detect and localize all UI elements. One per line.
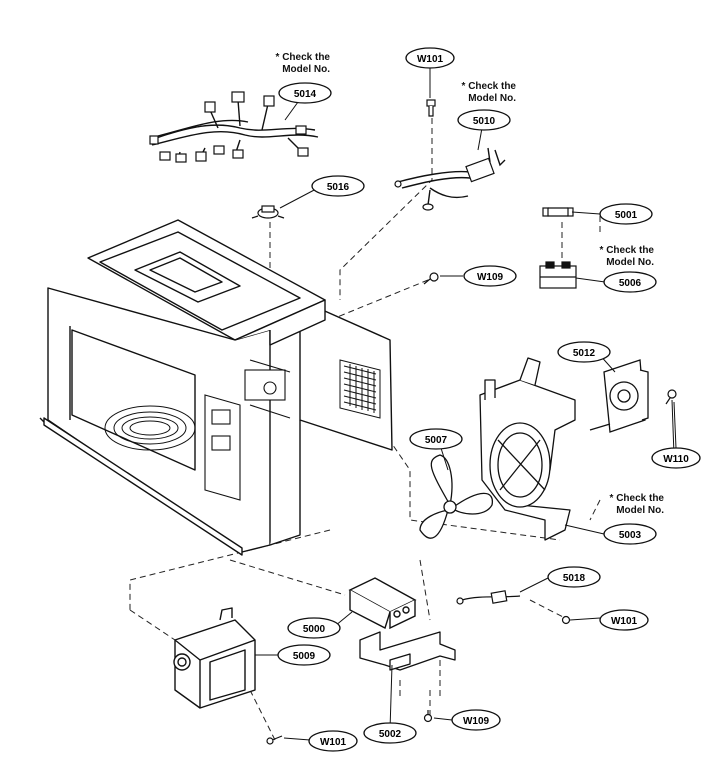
- label-5006: 5006: [619, 278, 642, 289]
- callout-5002: 5002: [363, 722, 417, 744]
- check-model-note-d: * Check the Model No.: [596, 493, 664, 517]
- label-5016: 5016: [327, 182, 350, 193]
- note-b-line1: * Check the: [461, 81, 516, 92]
- callout-5000: 5000: [287, 617, 341, 639]
- fuse-5001: [542, 207, 574, 217]
- label-w109-bottom: W109: [463, 716, 490, 727]
- cutout-5018: [456, 590, 521, 605]
- callouts: 5014 W101 5010 5016 5001 W109 5006 5012: [277, 47, 701, 752]
- label-5010: 5010: [473, 116, 496, 127]
- note-b-line2: Model No.: [468, 93, 516, 104]
- callout-w101-top: W101: [405, 47, 455, 69]
- note-c-line1: * Check the: [599, 245, 654, 256]
- callout-5016: 5016: [311, 175, 365, 197]
- oven-cavity: [39, 219, 393, 556]
- label-w101-right: W101: [611, 616, 638, 627]
- callout-lines: [255, 66, 677, 741]
- harness-5010: [397, 147, 506, 206]
- callout-w109-bottom: W109: [451, 709, 501, 731]
- check-model-note-c: * Check the Model No.: [586, 245, 654, 269]
- label-w109-top: W109: [477, 272, 504, 283]
- callout-5001: 5001: [599, 203, 653, 225]
- check-model-note-a: * Check the Model No.: [262, 52, 330, 76]
- screw-w109-top: [423, 272, 439, 285]
- note-d-line2: Model No.: [616, 505, 664, 516]
- note-a-line1: * Check the: [275, 52, 330, 63]
- label-5014: 5014: [294, 89, 317, 100]
- note-a-line2: Model No.: [282, 64, 330, 75]
- callout-5007: 5007: [409, 428, 463, 450]
- label-w101-top: W101: [417, 54, 444, 65]
- label-5001: 5001: [615, 210, 638, 221]
- capacitor-5000: [348, 577, 417, 630]
- misc-screws: [266, 615, 571, 745]
- callout-5003: 5003: [603, 523, 657, 545]
- callout-5018: 5018: [547, 566, 601, 588]
- label-5000: 5000: [303, 624, 326, 635]
- screw-w101-top: [426, 99, 436, 117]
- callout-w101-right: W101: [599, 609, 649, 631]
- callout-5012: 5012: [557, 341, 611, 363]
- latch-assembly: [204, 359, 291, 501]
- label-5003: 5003: [619, 530, 642, 541]
- label-5007: 5007: [425, 435, 448, 446]
- note-c-line2: Model No.: [606, 257, 654, 268]
- thermostat-5016: [251, 205, 285, 219]
- leader-lines: [129, 118, 601, 741]
- motor-5012: [589, 359, 649, 433]
- callout-w101-bottom: W101: [308, 730, 358, 752]
- label-w110: W110: [663, 454, 689, 465]
- vent-grill: [339, 359, 381, 419]
- label-5012: 5012: [573, 348, 596, 359]
- turntable: [104, 405, 196, 451]
- label-5009: 5009: [293, 651, 316, 662]
- motor-bracket-5003: [479, 357, 576, 541]
- callout-w110: W110: [651, 447, 701, 469]
- harness-5010-parts: [394, 157, 495, 211]
- callout-5014: 5014: [278, 82, 332, 104]
- callout-5006: 5006: [603, 271, 657, 293]
- callout-5010: 5010: [457, 109, 511, 131]
- screw-w110: [665, 389, 677, 405]
- label-5002: 5002: [379, 729, 402, 740]
- bracket-5002: [359, 631, 456, 671]
- label-5018: 5018: [563, 573, 586, 584]
- magnetron-5009: [173, 607, 256, 709]
- check-model-note-b: * Check the Model No.: [448, 81, 516, 105]
- callout-5009: 5009: [277, 644, 331, 666]
- label-w101-bottom: W101: [320, 737, 347, 748]
- callout-w109-top: W109: [463, 265, 517, 287]
- note-d-line1: * Check the: [609, 493, 664, 504]
- harness-connectors: [149, 91, 309, 163]
- switch-5006: [539, 261, 577, 289]
